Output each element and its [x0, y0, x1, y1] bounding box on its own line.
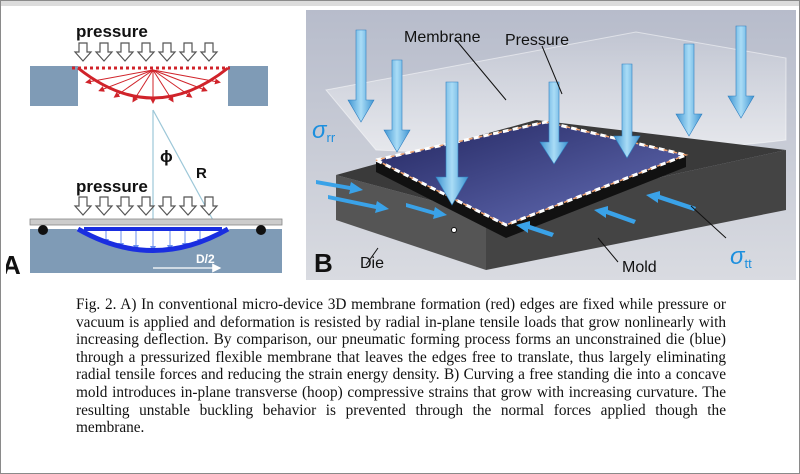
top-strip	[1, 1, 799, 6]
bottom-pressure-label: pressure	[76, 177, 148, 196]
die-corner-dot	[451, 227, 457, 233]
panel-a-letter: A	[6, 250, 21, 280]
free-die-curve	[76, 226, 230, 253]
die-edge	[376, 155, 686, 238]
constrained-membrane-curve	[77, 66, 229, 100]
panel-b-letter: B	[314, 248, 333, 278]
die-border-dashes	[371, 120, 692, 227]
sigma-rr-symbol: σ	[312, 117, 328, 144]
sigma-tt-label: σtt	[730, 243, 752, 271]
bottom-pressure-arrows	[73, 196, 219, 216]
pressure-arrows	[347, 25, 755, 206]
sigma-tt-subscript: tt	[744, 256, 752, 271]
pressure-label: Pressure	[505, 32, 569, 49]
leader-lines	[365, 39, 727, 266]
panel-b-diagram: Membrane Pressure Die Mold σrr σtt B	[306, 10, 796, 280]
top-pressure-arrows	[73, 42, 219, 62]
sigma-tt-symbol: σ	[730, 243, 746, 270]
die-label: Die	[360, 255, 384, 272]
mold-label: Mold	[622, 259, 657, 276]
sigma-rr-subscript: rr	[326, 130, 335, 145]
top-pressure-label: pressure	[76, 22, 148, 41]
angle-label: ϕ	[160, 147, 173, 166]
membrane-label: Membrane	[404, 29, 481, 46]
sigma-rr-label: σrr	[312, 117, 336, 145]
hoop-stress-arrows	[516, 191, 696, 237]
left-support	[38, 225, 48, 235]
flexible-membrane	[29, 218, 283, 226]
right-support	[256, 225, 266, 235]
panel-a-diagram: pressure ϕ R pressure	[6, 22, 283, 280]
radius-construction	[152, 109, 215, 223]
radial-stress-arrows	[316, 180, 447, 219]
span-label: D/2	[196, 252, 215, 266]
figure-caption: Fig. 2. A) In conventional micro-device …	[76, 296, 726, 437]
radius-label: R	[196, 165, 207, 182]
die-pressure-arrows	[103, 231, 203, 252]
